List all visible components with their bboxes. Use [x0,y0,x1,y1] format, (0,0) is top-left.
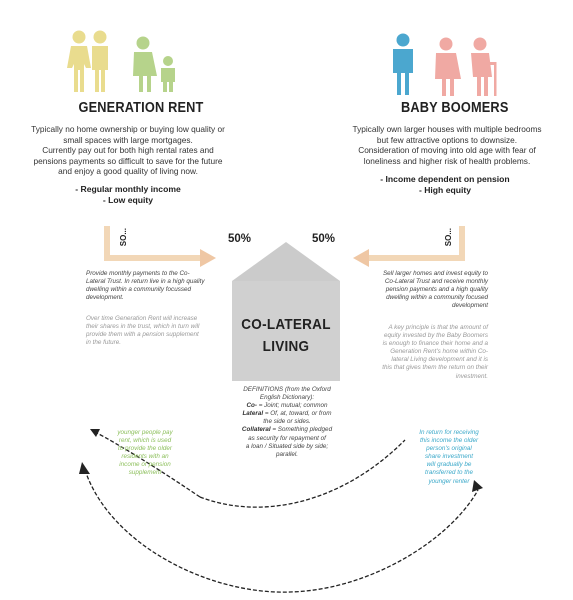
generation-rent-title: GENERATION RENT [78,100,204,116]
left-so-label: SO... [119,228,128,247]
house-body [232,281,340,381]
right-arrowhead [353,249,369,267]
generation-rent-percent: 50% [228,233,252,245]
generation-rent-pension-text: Over time Generation Rent will increase … [86,315,200,347]
parent-child-icon [133,36,175,92]
generation-rent-description: Typically no home ownership or buying lo… [31,124,225,177]
right-flow-arrow [367,226,465,261]
baby-boomers-bullets: - Income dependent on pension - High equ… [380,174,510,195]
definitions: DEFINITIONS (from the Oxford English Dic… [241,386,333,458]
man-icon [393,33,413,95]
baby-boomers-action-text: Sell larger homes and invest equity to C… [382,270,488,310]
generation-rent-bullets: - Regular monthly income - Low equity [75,184,181,205]
outer-left-arrowhead [79,462,90,474]
right-so-label: SO... [444,228,453,247]
cycle-right-text: In return for receiving this income the … [419,429,479,485]
outer-right-arrowhead [472,480,483,492]
house-title: CO-LATERAL LIVING [241,316,331,355]
baby-boomers-equity-text: A key principle is that the amount of eq… [382,324,488,380]
left-flow-arrow [104,226,202,261]
left-arrowhead [200,249,216,267]
cycle-left-text: younger people pay rent, which is used t… [117,429,173,477]
elderly-woman-icon [435,37,497,96]
generation-rent-action-text: Provide monthly payments to the Co- Late… [86,270,205,302]
inner-left-arc [94,431,201,498]
baby-boomers-description: Typically own larger houses with multipl… [352,124,542,166]
outer-arc [84,469,479,593]
baby-boomers-title: BABY BOOMERS [401,100,509,116]
inner-right-arc [199,439,406,508]
inner-left-arrowhead [90,429,100,437]
baby-boomers-percent: 50% [312,233,336,245]
couple-icon [67,30,108,92]
house-roof [232,242,340,281]
